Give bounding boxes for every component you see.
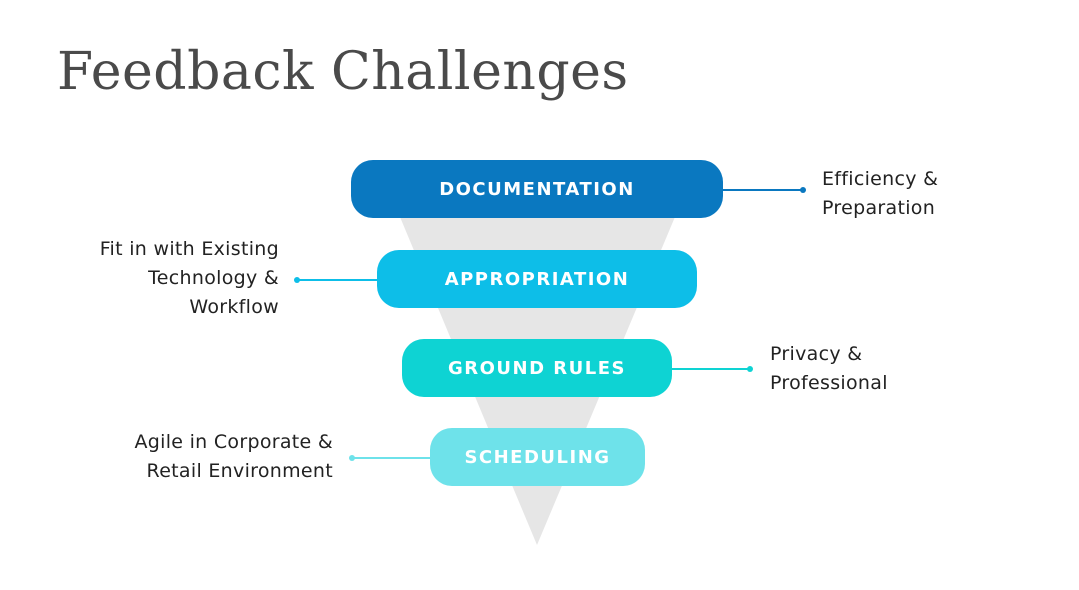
note-line: Privacy & (770, 343, 863, 365)
note-documentation: Efficiency & Preparation (822, 165, 938, 223)
connector-scheduling (349, 454, 430, 461)
note-line: Technology & (148, 267, 279, 289)
connector-dot-scheduling (349, 454, 355, 461)
page-title: Feedback Challenges (57, 42, 629, 102)
note-line: Agile in Corporate & (134, 431, 333, 453)
note-ground-rules: Privacy & Professional (770, 340, 888, 398)
stage-appropriation: APPROPRIATION (377, 250, 697, 308)
stage-documentation: DOCUMENTATION (351, 160, 723, 218)
connector-dot-ground-rules (747, 365, 753, 372)
stage-label-appropriation: APPROPRIATION (444, 268, 630, 290)
note-line: Retail Environment (146, 460, 333, 482)
connector-documentation (723, 186, 806, 193)
stage-label-documentation: DOCUMENTATION (439, 178, 635, 200)
connector-dot-documentation (800, 186, 806, 193)
stage-scheduling: SCHEDULING (430, 428, 645, 486)
note-line: Workflow (189, 296, 279, 318)
note-line: Preparation (822, 197, 936, 219)
stage-label-scheduling: SCHEDULING (464, 446, 611, 468)
note-line: Fit in with Existing (99, 238, 279, 260)
connector-ground-rules (672, 365, 753, 372)
note-line: Efficiency & (822, 168, 939, 190)
note-scheduling: Agile in Corporate & Retail Environment (134, 428, 333, 486)
connector-appropriation (294, 276, 377, 283)
connector-dot-appropriation (294, 276, 300, 283)
note-appropriation: Fit in with Existing Technology & Workfl… (100, 235, 279, 322)
note-line: Professional (770, 372, 888, 394)
stage-label-ground-rules: GROUND RULES (447, 357, 627, 379)
stage-ground-rules: GROUND RULES (402, 339, 672, 397)
